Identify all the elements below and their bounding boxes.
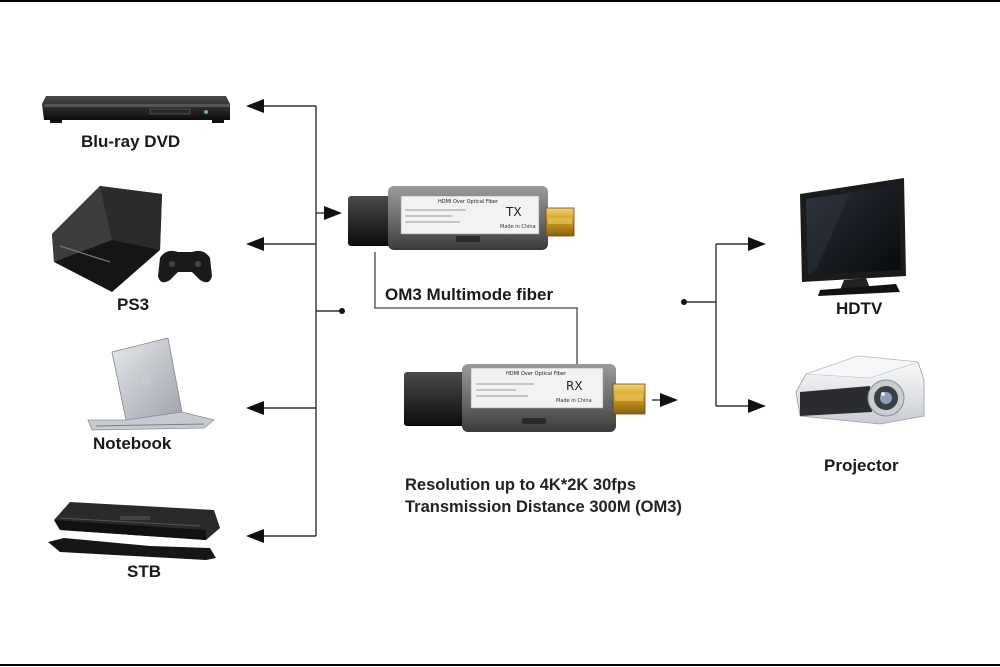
notebook-icon (87, 337, 215, 431)
stb-icon (48, 502, 220, 560)
ps3-console-icon (52, 186, 212, 292)
projector-icon (795, 355, 925, 425)
source-bus (264, 105, 342, 537)
resolution-spec: Resolution up to 4K*2K 30fps (405, 476, 637, 494)
rx-made-in-text: Made in China (556, 398, 592, 404)
top-border (0, 0, 1000, 2)
fiber-label: OM3 Multimode fiber (385, 285, 554, 304)
stb-label: STB (127, 562, 161, 581)
rx-code-text: RX (566, 379, 583, 393)
bluray-label: Blu-ray DVD (81, 132, 181, 151)
hdtv-label: HDTV (836, 299, 883, 318)
tx-header-text: HDMI Over Optical Fiber (438, 199, 499, 205)
distance-spec: Transmission Distance 300M (OM3) (405, 498, 682, 516)
rx-spec-lines (476, 383, 534, 397)
tx-made-in-text: Made in China (500, 224, 536, 230)
display-bus (684, 243, 748, 407)
tx-spec-lines (405, 209, 466, 223)
tx-code-text: TX (505, 205, 522, 219)
rx-output-arrow (652, 393, 678, 407)
bus-dot (339, 308, 345, 314)
fiber-cable-line (374, 252, 578, 368)
tx-input-arrow (316, 206, 342, 220)
bluray-player-icon (42, 96, 230, 123)
rx-receiver-icon (404, 364, 646, 432)
hdtv-icon (800, 178, 906, 296)
bottom-border (0, 664, 1000, 666)
notebook-label: Notebook (93, 434, 172, 453)
projector-label: Projector (824, 456, 899, 475)
display-arrows (748, 237, 766, 413)
source-arrows (246, 99, 264, 543)
ps3-label: PS3 (117, 295, 150, 314)
rx-header-text: HDMI Over Optical Fiber (506, 371, 567, 377)
display-bus-dot (681, 299, 687, 305)
tx-transmitter-icon (348, 186, 575, 250)
